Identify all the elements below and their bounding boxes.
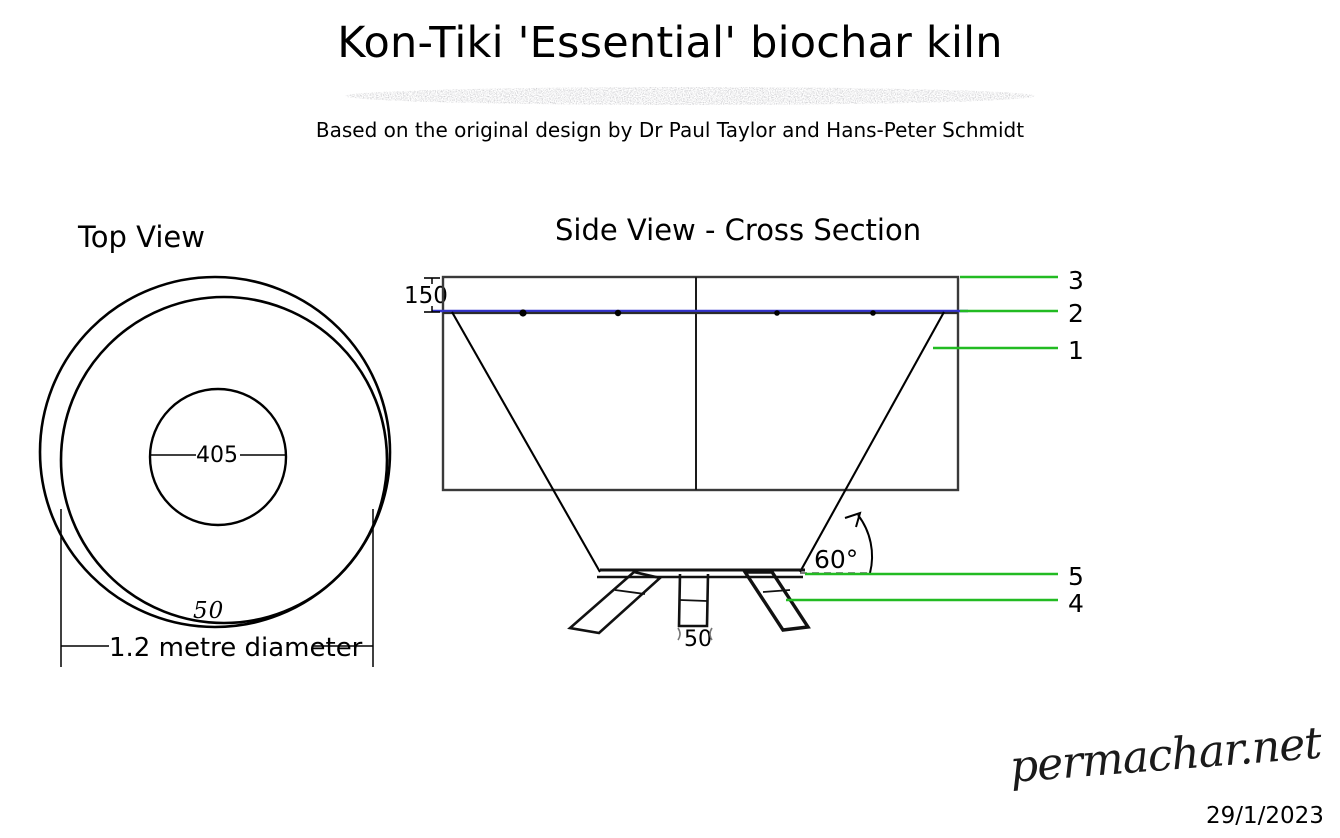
base-bar — [597, 568, 805, 579]
top-view-heading: Top View — [78, 220, 205, 254]
page-title: Kon-Tiki 'Essential' biochar kiln — [337, 18, 1003, 68]
angle-annotation-60 — [800, 511, 873, 574]
dimension-inner-diameter: 405 — [196, 443, 238, 468]
rim-fixing-dot — [774, 310, 780, 316]
dimension-ticks-leg-50 — [677, 627, 713, 641]
side-view-body-rect — [441, 275, 960, 492]
leg-right — [741, 570, 811, 632]
callout-label-3: 3 — [1068, 266, 1084, 295]
leg-centre — [677, 573, 710, 628]
callout-leader-lines — [786, 275, 1058, 602]
rim-fixing-dot — [870, 310, 876, 316]
side-view-heading: Side View - Cross Section — [555, 213, 922, 247]
top-view-outer-circle — [38, 275, 392, 629]
dimension-line-12m — [60, 509, 374, 667]
page-subtitle: Based on the original design by Dr Paul … — [315, 118, 1025, 142]
top-view-centre-circle — [148, 387, 288, 527]
callout-label-1: 1 — [1068, 336, 1084, 365]
cone-wall-left — [451, 311, 601, 573]
rim-fixing-dot — [614, 309, 622, 317]
title-underline-speckle — [345, 87, 1035, 105]
callout-label-5: 5 — [1068, 562, 1084, 591]
dimension-outer-diameter: 1.2 metre diameter — [109, 633, 363, 663]
top-view-rim-inner-circle — [59, 295, 389, 625]
callout-label-2: 2 — [1068, 299, 1084, 328]
cone-wall-right — [799, 311, 945, 573]
callout-label-4: 4 — [1068, 589, 1084, 618]
top-view-drawing — [38, 275, 392, 667]
dimension-taper-angle: 60° — [814, 545, 859, 574]
leg-left — [567, 570, 663, 635]
dimension-leg-width: 50 — [684, 627, 712, 652]
drawing-date: 29/1/2023 — [1206, 803, 1324, 829]
dimension-rim-height: 150 — [404, 283, 448, 309]
dimension-line-150 — [424, 277, 440, 313]
rim-fixing-dot — [519, 309, 527, 317]
side-view-drawing — [424, 275, 1058, 641]
